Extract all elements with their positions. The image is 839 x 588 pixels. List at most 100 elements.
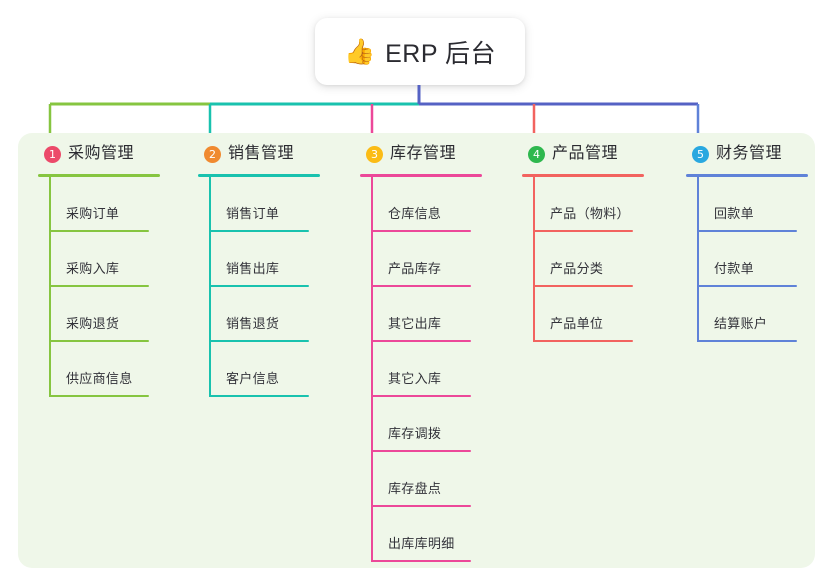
branch-column-4: 4 产品管理产品（物料） 产品分类产品单位 [502, 133, 662, 342]
branch-spine [209, 177, 211, 397]
branch-item-label: 产品（物料） [550, 206, 630, 221]
branch-item-label: 客户信息 [226, 371, 280, 386]
branch-item-label: 结算账户 [714, 316, 768, 331]
branch-column-2: 2 销售管理销售订单销售出库销售退货客户信息 [178, 133, 338, 397]
branch-item-rule [209, 340, 309, 342]
branch-item[interactable]: 采购订单 [49, 177, 169, 232]
branch-item[interactable]: 采购入库 [49, 232, 169, 287]
branch-title: 财务管理 [716, 145, 783, 162]
branch-item-rule [209, 230, 309, 232]
branch-item[interactable]: 销售出库 [209, 232, 329, 287]
branch-item-list: 采购订单采购入库采购退货供应商信息 [49, 177, 169, 397]
branch-item-label: 仓库信息 [388, 206, 442, 221]
branch-item-rule [697, 230, 797, 232]
branch-header-rule [38, 174, 160, 177]
branch-title: 产品管理 [552, 145, 619, 162]
branch-item[interactable]: 供应商信息 [49, 342, 169, 397]
branch-item-rule [49, 285, 149, 287]
branch-item-label: 采购入库 [66, 261, 120, 276]
branch-item-rule [533, 340, 633, 342]
branch-spine [697, 177, 699, 342]
branch-item-label: 回款单 [714, 206, 754, 221]
branch-number-badge: 3 [366, 146, 383, 163]
branch-item-label: 产品库存 [388, 261, 442, 276]
branch-column-1: 1 采购管理采购订单采购入库采购退货供应商信息 [18, 133, 178, 397]
branch-item-list: 回款单付款单结算账户 [697, 177, 817, 342]
branch-item-rule [49, 395, 149, 397]
branch-header-rule [522, 174, 644, 177]
branch-item-rule [371, 230, 471, 232]
branch-header[interactable]: 5 财务管理 [666, 133, 826, 169]
branch-item-rule [209, 395, 309, 397]
branch-item-label: 采购退货 [66, 316, 120, 331]
branch-item[interactable]: 库存调拨 [371, 397, 491, 452]
branch-item[interactable]: 出库库明细 [371, 507, 491, 562]
branch-item[interactable]: 付款单 [697, 232, 817, 287]
branch-item-label: 出库库明细 [388, 536, 455, 551]
branch-header-rule [686, 174, 808, 177]
branch-item-rule [371, 340, 471, 342]
branch-item-label: 销售退货 [226, 316, 280, 331]
branch-item-rule [49, 340, 149, 342]
branch-item-rule [697, 340, 797, 342]
branch-item[interactable]: 库存盘点 [371, 452, 491, 507]
branch-item-rule [371, 395, 471, 397]
branch-header[interactable]: 4 产品管理 [502, 133, 662, 169]
branch-item-rule [533, 285, 633, 287]
branch-title: 销售管理 [228, 145, 295, 162]
branch-item-label: 付款单 [714, 261, 754, 276]
branch-item[interactable]: 产品库存 [371, 232, 491, 287]
branch-item-label: 销售出库 [226, 261, 280, 276]
root-node-card[interactable]: 👍 ERP 后台 [315, 18, 525, 85]
branch-item[interactable]: 采购退货 [49, 287, 169, 342]
branch-item-list: 产品（物料） 产品分类产品单位 [533, 177, 653, 342]
branch-item[interactable]: 仓库信息 [371, 177, 491, 232]
branch-item-rule [209, 285, 309, 287]
branch-item[interactable]: 销售退货 [209, 287, 329, 342]
branch-item-label: 产品单位 [550, 316, 604, 331]
branch-item-list: 仓库信息产品库存其它出库其它入库库存调拨库存盘点出库库明细 [371, 177, 491, 562]
branch-item[interactable]: 其它入库 [371, 342, 491, 397]
branch-header-rule [360, 174, 482, 177]
thumbs-up-icon: 👍 [343, 38, 376, 66]
branch-title: 采购管理 [68, 145, 135, 162]
branch-spine [533, 177, 535, 342]
branch-header[interactable]: 2 销售管理 [178, 133, 338, 169]
branch-item-label: 其它出库 [388, 316, 442, 331]
branch-item[interactable]: 销售订单 [209, 177, 329, 232]
branch-item-rule [371, 450, 471, 452]
branch-item-rule [371, 285, 471, 287]
branch-header[interactable]: 3 库存管理 [340, 133, 500, 169]
branches-panel: 1 采购管理采购订单采购入库采购退货供应商信息 2 销售管理销售订单销售出库销售退货客… [18, 133, 815, 568]
branch-header[interactable]: 1 采购管理 [18, 133, 178, 169]
page-title: ERP 后台 [385, 39, 497, 68]
branch-item-list: 销售订单销售出库销售退货客户信息 [209, 177, 329, 397]
branch-item-label: 销售订单 [226, 206, 280, 221]
branch-item-label: 采购订单 [66, 206, 120, 221]
branch-item[interactable]: 产品单位 [533, 287, 653, 342]
branch-number-badge: 5 [692, 146, 709, 163]
branch-number-badge: 1 [44, 146, 61, 163]
branch-item-label: 产品分类 [550, 261, 604, 276]
branch-item[interactable]: 客户信息 [209, 342, 329, 397]
branch-column-5: 5 财务管理回款单付款单结算账户 [666, 133, 826, 342]
branch-number-badge: 4 [528, 146, 545, 163]
branch-item-rule [371, 505, 471, 507]
branch-item-label: 供应商信息 [66, 371, 133, 386]
branch-item-rule [371, 560, 471, 562]
branch-number-badge: 2 [204, 146, 221, 163]
branch-column-3: 3 库存管理仓库信息产品库存其它出库其它入库库存调拨库存盘点出库库明细 [340, 133, 500, 562]
branch-item-rule [697, 285, 797, 287]
branch-item[interactable]: 其它出库 [371, 287, 491, 342]
branch-spine [371, 177, 373, 562]
branch-item[interactable]: 产品（物料） [533, 177, 653, 232]
branch-item-label: 库存调拨 [388, 426, 442, 441]
branch-title: 库存管理 [390, 145, 457, 162]
branch-item[interactable]: 产品分类 [533, 232, 653, 287]
branch-item-rule [49, 230, 149, 232]
branch-item-label: 其它入库 [388, 371, 442, 386]
branch-item[interactable]: 回款单 [697, 177, 817, 232]
branch-item[interactable]: 结算账户 [697, 287, 817, 342]
branch-item-label: 库存盘点 [388, 481, 442, 496]
